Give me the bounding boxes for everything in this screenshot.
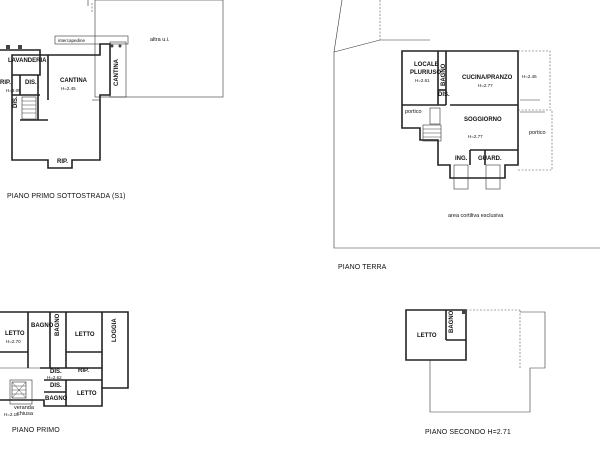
- secondo-letto-label: LETTO: [417, 333, 437, 339]
- primo-chiusa-label: chiusa: [17, 411, 33, 417]
- plan-secondo: LETTO BAGNO PIANO SECONDO H=2.71: [400, 300, 600, 445]
- terra-area-label: area cortiliva esclusiva: [448, 213, 504, 219]
- terra-pluriuso-label: PLURIUSO: [410, 70, 442, 76]
- terra-dis-label: DIS.: [438, 92, 450, 98]
- s1-intercapedine-label: intercapedine: [58, 38, 86, 43]
- s1-cantina-height: H=2.45: [61, 86, 76, 91]
- primo-rip-label: RIP.: [78, 368, 89, 374]
- plan-s1: intercapedine altra u.i. LAVANDERIA RIP.…: [0, 0, 230, 210]
- primo-dis-height: H=2.62: [47, 375, 62, 380]
- terra-portico1-label: portico: [405, 109, 422, 115]
- secondo-caption: PIANO SECONDO H=2.71: [425, 429, 511, 436]
- primo-loggia-label: LOGGIA: [112, 318, 118, 342]
- primo-letto2-label: LETTO: [75, 332, 95, 338]
- terra-bagno-label: BAGNO: [441, 63, 447, 86]
- plan-terra-drawing: [333, 0, 600, 249]
- primo-dis-label: DIS.: [50, 369, 62, 375]
- terra-caption: PIANO TERRA: [338, 264, 387, 271]
- primo-bagno2-label: BAGNO: [55, 313, 61, 336]
- primo-letto1-height: H=2.70: [6, 339, 21, 344]
- primo-dis2-label: DIS.: [50, 383, 62, 389]
- terra-portico2-label: portico: [529, 130, 546, 136]
- s1-rip-label: RIP.: [0, 80, 11, 86]
- terra-height-245: H=2.45: [522, 74, 537, 79]
- plan-s1-drawing: [0, 0, 224, 169]
- s1-altra-ui-label: altra u.i.: [150, 37, 170, 43]
- plan-secondo-drawing: [405, 309, 546, 413]
- plan-terra: LOCALE PLURIUSO H=2.61 BAGNO CUCINA/PRAN…: [320, 0, 600, 280]
- terra-soggiorno-label: SOGGIORNO: [464, 117, 502, 123]
- primo-veranda-height: H=2.18: [4, 412, 19, 417]
- plan-primo: LETTO H=2.70 BAGNO BAGNO LETTO LOGGIA DI…: [0, 300, 150, 445]
- terra-cucina-height: H=2.77: [478, 83, 493, 88]
- s1-rip-height: H=3.05: [6, 88, 21, 93]
- primo-bagno1-label: BAGNO: [31, 323, 54, 329]
- secondo-bagno-label: BAGNO: [449, 310, 455, 333]
- s1-dis-label: DIS.: [25, 80, 37, 86]
- terra-locale-height: H=2.61: [415, 78, 430, 83]
- primo-letto1-label: LETTO: [5, 331, 25, 337]
- primo-bagno3-label: BAGNO: [45, 396, 68, 402]
- s1-cantina-label: CANTINA: [60, 78, 87, 84]
- terra-guard-label: GUARD.: [478, 156, 502, 162]
- s1-caption: PIANO PRIMO SOTTOSTRADA (S1): [7, 193, 126, 200]
- s1-cantina-vertical-label: CANTINA: [114, 59, 120, 86]
- s1-rip2-label: RIP.: [57, 159, 68, 165]
- primo-veranda-label: veranda: [14, 405, 34, 411]
- terra-cucina-label: CUCINA/PRANZO: [462, 75, 513, 81]
- terra-ing-label: ING.: [455, 156, 468, 162]
- s1-dis2-label: DIS.: [13, 96, 19, 108]
- terra-locale-label: LOCALE: [414, 62, 439, 68]
- s1-lavanderia-label: LAVANDERIA: [8, 58, 47, 64]
- plan-primo-drawing: [0, 311, 129, 407]
- primo-letto3-label: LETTO: [77, 391, 97, 397]
- terra-soggiorno-height: H=2.77: [468, 134, 483, 139]
- primo-caption: PIANO PRIMO: [12, 427, 60, 434]
